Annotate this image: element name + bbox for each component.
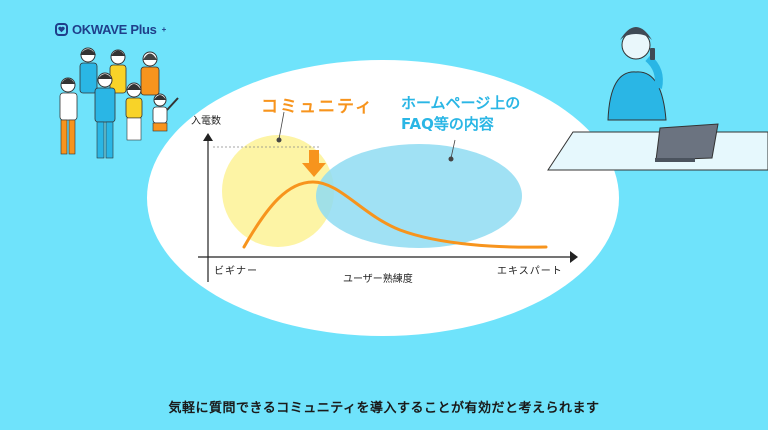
- caption: 気軽に質問できるコミュニティを導入することが有効だと考えられます: [168, 401, 600, 416]
- community-pointer-dot: [276, 137, 282, 143]
- x-axis-right-label: エキスパート: [497, 266, 563, 277]
- logo-superscript: +: [161, 25, 167, 34]
- y-axis-arrow-icon: [203, 133, 213, 141]
- okwave-plus-logo: OKWAVE Plus +: [55, 22, 166, 37]
- faq-area: [316, 144, 522, 248]
- faq-pointer-dot: [448, 156, 454, 162]
- faq-label: ホームページ上の FAQ等の内容: [401, 93, 520, 135]
- logo-text: OKWAVE Plus: [72, 22, 157, 37]
- x-axis-left-label: ビギナー: [214, 266, 258, 277]
- group-of-users-illustration: [59, 47, 179, 159]
- y-axis-label: 入電数: [191, 116, 221, 127]
- call-volume-curve: [242, 180, 548, 249]
- faq-label-line1: ホームページ上の: [401, 94, 521, 112]
- community-label: コミュニティ: [261, 97, 374, 117]
- x-axis-title: ユーザー熟練度: [343, 274, 413, 285]
- reduction-down-arrow-icon: [302, 150, 326, 177]
- heart-icon: [55, 23, 68, 36]
- x-axis-arrow-icon: [570, 251, 578, 263]
- support-agent-illustration: [547, 27, 768, 171]
- faq-label-line2: FAQ等の内容: [401, 115, 494, 133]
